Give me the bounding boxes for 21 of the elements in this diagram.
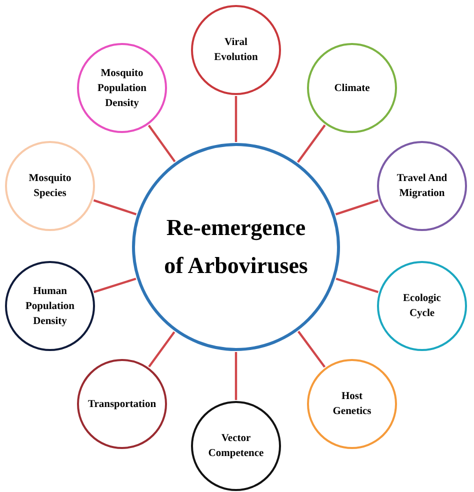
- connector-line: [94, 278, 136, 294]
- connector-line: [297, 124, 326, 163]
- connector-line: [148, 124, 176, 162]
- factor-label: Mosquito Population Density: [96, 66, 148, 110]
- factor-label: Travel And Migration: [396, 172, 448, 201]
- connector-line: [93, 199, 137, 216]
- connector-line: [234, 96, 238, 142]
- factor-label: Vector Competence: [207, 432, 265, 461]
- factor-label: Climate: [334, 82, 370, 96]
- connector-line: [234, 352, 238, 400]
- connector-line: [335, 199, 379, 216]
- factor-label: Human Population Density: [24, 284, 76, 328]
- factor-label: Ecologic Cycle: [402, 292, 442, 321]
- central-title: Re-emergence of Arboviruses: [163, 214, 309, 280]
- factor-label: Mosquito Species: [28, 172, 72, 201]
- connector-line: [336, 278, 378, 294]
- factor-label: Viral Evolution: [213, 36, 259, 65]
- factor-label: Host Genetics: [332, 390, 372, 419]
- factor-label: Transportation: [88, 398, 156, 412]
- connector-line: [148, 331, 176, 368]
- connector-line: [298, 330, 326, 368]
